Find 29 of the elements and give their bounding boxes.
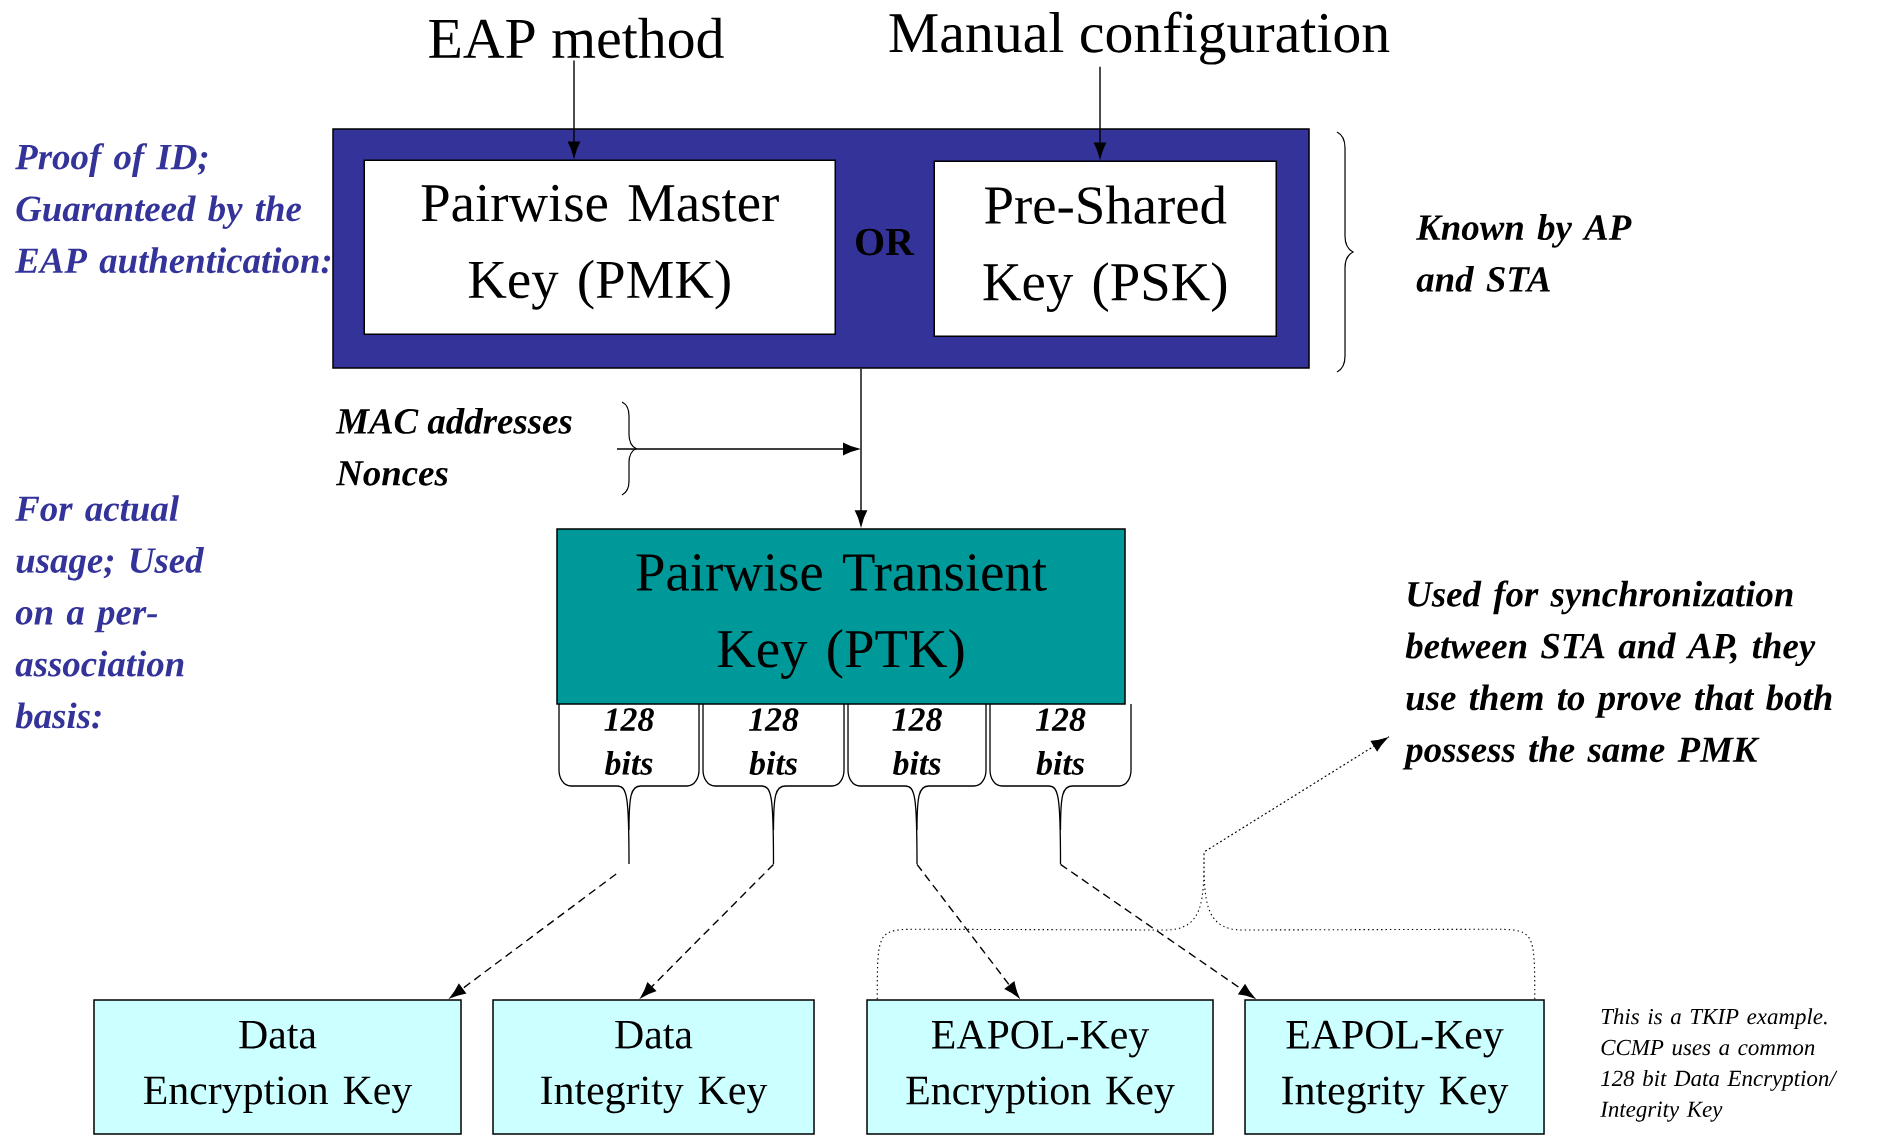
bits-brace: 128 bits xyxy=(558,703,700,865)
arrow xyxy=(568,59,580,158)
bits-brace: 128 bits xyxy=(847,703,987,865)
bits-brace: 128 bits xyxy=(702,703,845,865)
brace-label: Known by AP and STA xyxy=(1415,214,1632,292)
note-text: Used for synchronization between STA and AP, they use them to prove that both possess the same PMK xyxy=(1402,580,1832,770)
key-box: EAPOL-Key Integrity Key xyxy=(1244,999,1545,1135)
arrow xyxy=(916,863,1020,998)
source-label: Manual configuration xyxy=(889,11,1390,65)
side-note: Proof of ID; Guaranteed by the EAP authentication: xyxy=(14,143,331,274)
or-label: OR xyxy=(856,228,915,256)
key-box: Pre-Shared Key (PSK) xyxy=(933,160,1277,337)
bracket-arrow xyxy=(876,736,1536,1000)
arrow xyxy=(1059,863,1255,999)
key-box: Pairwise Master Key (PMK) xyxy=(363,159,836,335)
arrow xyxy=(640,863,775,998)
side-note: For actual usage; Used on a per-association basis: xyxy=(15,495,204,729)
footnote: This is a TKIP example. CCMP uses a common 128 bit Data Encryption/ Integrity Key xyxy=(1600,1008,1838,1122)
key-box: Pairwise Transient Key (PTK) xyxy=(556,528,1126,705)
key-box: Data Integrity Key xyxy=(492,999,815,1135)
arrow xyxy=(616,443,859,455)
source-label: EAP method xyxy=(429,17,724,59)
arrow xyxy=(1094,66,1106,159)
key-box: Data Encryption Key xyxy=(93,999,462,1135)
arrow xyxy=(855,368,867,526)
bits-brace: 128 bits xyxy=(989,703,1132,865)
arrow xyxy=(449,873,617,999)
input-note: MAC addresses Nonces xyxy=(335,407,572,486)
key-box: EAPOL-Key Encryption Key xyxy=(866,999,1214,1135)
